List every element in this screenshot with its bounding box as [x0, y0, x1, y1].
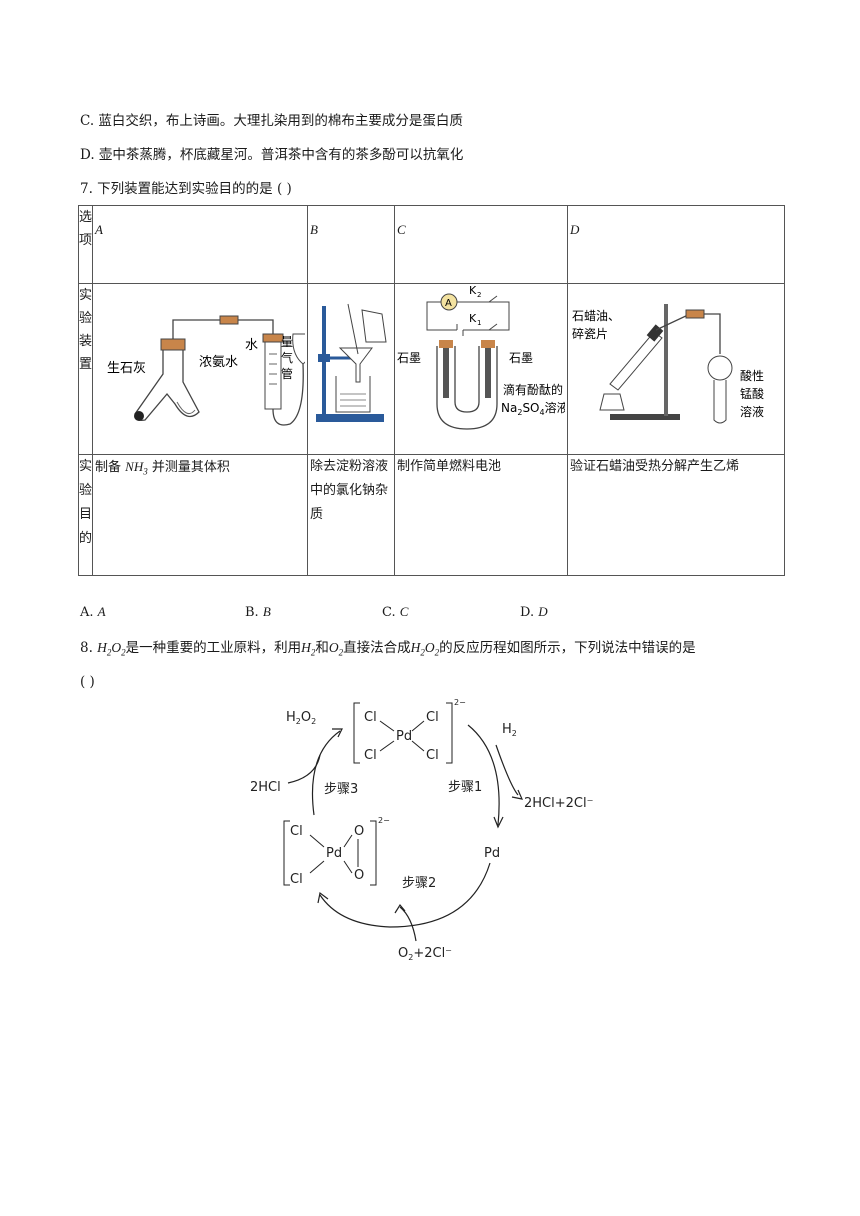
apparatus-c-figure: A K 2 K 1 石墨 石墨 滴有酚酞的 Na2SO4溶液	[397, 284, 569, 430]
apparatus-a: 生石灰 浓氨水 水 量 气 管	[92, 283, 314, 455]
col-b: B	[307, 205, 396, 284]
q7-aim-row: 实验目的 制备 NH3 并测量其体积 除去淀粉溶液中的氯化钠杂质 制作简单燃料电…	[77, 454, 786, 576]
q8-stem: 8. H2O2是一种重要的工业原料，利用H2和O2直接法合成H2O2的反应历程如…	[80, 640, 696, 658]
apparatus-d-figure: 石蜡油、 碎瓷片 酸性 锰酸 溶液	[572, 304, 764, 424]
apparatus-a-figure: 生石灰 浓氨水 水 量 气 管	[107, 315, 314, 426]
q8-reaction-cycle-diagram: Cl Cl Cl Cl Pd 2− H2O2 H2 2HCl+2Cl⁻ 2HCl…	[250, 698, 593, 962]
apparatus-b	[307, 283, 396, 455]
label-step3: 步骤3	[324, 782, 358, 797]
label-graphite-right: 石墨	[509, 351, 533, 365]
apparatus-b-figure	[316, 303, 387, 422]
product-h2o2: H2O2	[286, 710, 316, 726]
ammeter-label: A	[445, 298, 452, 309]
label-step1: 步骤1	[448, 780, 482, 795]
q7-answer-c: C. C	[382, 604, 409, 620]
aim-d: 验证石蜡油受热分解产生乙烯	[567, 454, 786, 576]
charge-top: 2−	[454, 698, 466, 707]
cl-bottom-left: Cl	[364, 748, 377, 763]
cl-peroxo-top: Cl	[290, 824, 303, 839]
o-bottom: O	[354, 868, 364, 883]
label-acidic: 酸性	[740, 368, 764, 383]
label-solution-1: 滴有酚酞的	[503, 382, 563, 397]
row-header-device: 实验装置	[77, 283, 94, 455]
label-water: 水	[245, 338, 258, 353]
q7-answer-d: D. D	[520, 604, 548, 620]
label-permanganate: 锰酸	[740, 386, 764, 401]
label-quicklime: 生石灰	[107, 361, 146, 376]
row-header-aim: 实验目的	[77, 454, 94, 576]
q7-device-row: 实验装置 生石灰 浓氨水 水 量	[77, 283, 786, 455]
svg-text:2: 2	[477, 291, 481, 299]
svg-text:1: 1	[477, 319, 481, 327]
q7-stem: 7. 下列装置能达到实验目的的是 ( )	[80, 181, 292, 197]
pd-right: Pd	[484, 846, 500, 861]
col-c: C	[394, 205, 569, 284]
label-paraffin-oil: 石蜡油、	[572, 309, 620, 323]
label-porcelain: 碎瓷片	[572, 326, 608, 341]
pd-peroxo: Pd	[326, 846, 342, 861]
q6-option-c: C. 蓝白交织，布上诗画。大理扎染用到的棉布主要成分是蛋白质	[80, 113, 463, 129]
cl-top-right: Cl	[426, 710, 439, 725]
product-step1: 2HCl+2Cl⁻	[524, 796, 593, 811]
label-solution-2: Na2SO4溶液	[501, 400, 565, 417]
label-step2: 步骤2	[402, 876, 436, 891]
cl-bottom-right: Cl	[426, 748, 439, 763]
label-conc-ammonia: 浓氨水	[199, 355, 238, 370]
aim-c: 制作简单燃料电池	[394, 454, 569, 576]
o-top: O	[354, 824, 364, 839]
switch-k1: K	[469, 312, 477, 325]
col-a: A	[92, 205, 309, 284]
aim-a: 制备 NH3 并测量其体积	[92, 454, 309, 576]
reagent-step3: 2HCl	[250, 780, 281, 795]
q7-header-row: 选项 A B C D	[77, 205, 786, 284]
label-qi: 气	[281, 350, 293, 365]
charge-peroxo: 2−	[378, 816, 390, 825]
switch-k2: K	[469, 284, 477, 297]
label-graphite-left: 石墨	[397, 351, 421, 365]
q8-paren: ( )	[80, 674, 95, 690]
q7-answer-a: A. A	[80, 604, 106, 620]
pd-top: Pd	[396, 729, 412, 744]
label-solution: 溶液	[740, 404, 764, 419]
q7-table: 选项 A B C D 实验装置 生石灰	[77, 205, 786, 576]
apparatus-d: 石蜡油、 碎瓷片 酸性 锰酸 溶液	[567, 283, 786, 455]
label-liang: 量	[281, 335, 293, 349]
apparatus-c: A K 2 K 1 石墨 石墨 滴有酚酞的 Na2SO4溶液	[394, 283, 569, 455]
cl-peroxo-bottom: Cl	[290, 872, 303, 887]
reagent-step2: O2+2Cl⁻	[398, 946, 452, 962]
col-d: D	[567, 205, 786, 284]
cl-top-left: Cl	[364, 710, 377, 725]
aim-b: 除去淀粉溶液中的氯化钠杂质	[307, 454, 396, 576]
q6-option-d: D. 壶中茶蒸腾，杯底藏星河。普洱茶中含有的茶多酚可以抗氧化	[80, 147, 464, 163]
q7-answer-b: B. B	[245, 604, 271, 620]
reagent-h2: H2	[502, 722, 517, 738]
label-guan: 管	[281, 366, 293, 381]
row-header-option: 选项	[77, 205, 94, 284]
